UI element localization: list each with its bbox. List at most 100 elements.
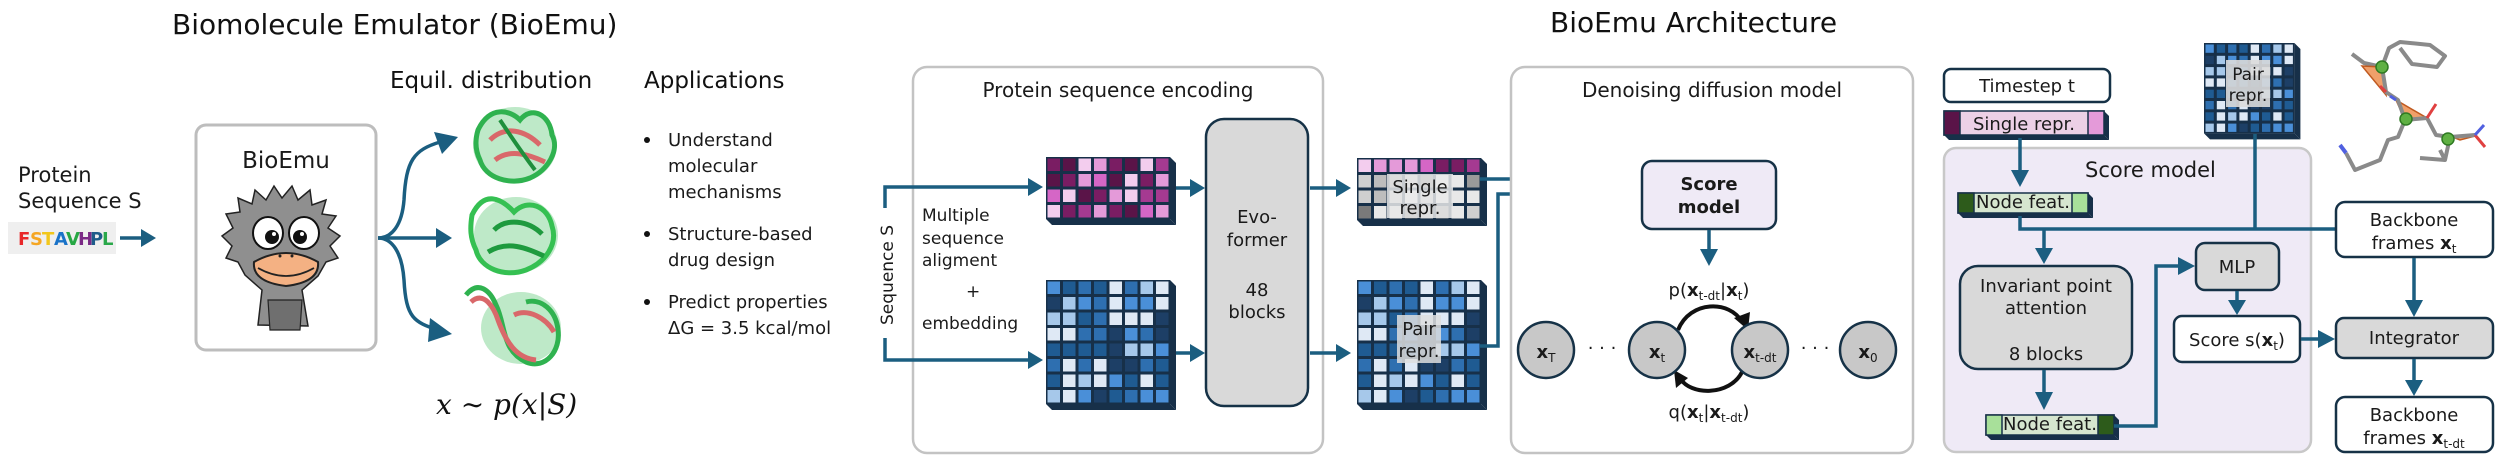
single-repr-label: repr. [1400, 198, 1441, 219]
arrow-to-structure-3 [377, 236, 439, 332]
diffusion-title: Denoising diffusion model [1582, 78, 1842, 102]
score-model-line1: Score [1680, 174, 1737, 195]
grid-cell [1405, 159, 1418, 172]
sequence-letter: L [102, 229, 113, 250]
integrator-label: Integrator [2369, 328, 2460, 349]
grid-cell [1467, 297, 1480, 310]
grid-cell [1467, 175, 1480, 188]
pair-input-grid [1046, 280, 1176, 410]
score-model-line2: model [1678, 197, 1740, 218]
integrator-to-backbone-arrow [2405, 359, 2423, 396]
grid-cell [2205, 112, 2214, 121]
mlp-label: MLP [2219, 257, 2256, 278]
grid-cell [1140, 158, 1153, 171]
grid-cell [1078, 328, 1091, 341]
grid-cell [1063, 343, 1076, 356]
evoformer-label-line: former [1227, 230, 1288, 251]
grid-cell [2239, 55, 2248, 65]
grid-cell [1047, 374, 1060, 387]
score-to-chain-arrow [1700, 230, 1718, 266]
grid-cell [1156, 205, 1169, 218]
sequence-letter: S [30, 229, 43, 250]
grid-cell [1156, 390, 1169, 403]
score-model-panel-title: Score model [2085, 158, 2216, 182]
branch-arrows [377, 132, 458, 342]
grid-cell [2205, 78, 2214, 87]
node-to-mlp-arrow [2114, 257, 2195, 428]
grid-cell [1374, 281, 1387, 294]
protein-structure-1 [473, 107, 557, 184]
grid-cell [1109, 374, 1122, 387]
grid-cell [1374, 159, 1387, 172]
grid-cell [1125, 189, 1138, 202]
grid-cell [1420, 297, 1433, 310]
msa-label-line: embedding [922, 314, 1018, 334]
grid-cell [2284, 78, 2293, 87]
grid-cell [1109, 189, 1122, 202]
grid-cell [1467, 190, 1480, 203]
grid-cell [1094, 158, 1107, 171]
grid-cell [1405, 281, 1418, 294]
grid-cell [2284, 112, 2293, 121]
grid-cell [1451, 206, 1464, 219]
grid-cell [1047, 359, 1060, 372]
grid-cell [1374, 190, 1387, 203]
grid-cell [1094, 174, 1107, 187]
grid-cell [1156, 158, 1169, 171]
grid-cell [1374, 206, 1387, 219]
grid-cell [1140, 328, 1153, 341]
grid-cell [1047, 328, 1060, 341]
grid-cell [1125, 174, 1138, 187]
grid-cell [1125, 205, 1138, 218]
evoformer-label-line: Evo- [1237, 207, 1277, 228]
grid-cell [1389, 297, 1402, 310]
grid-cell [1109, 174, 1122, 187]
grid-cell [1420, 374, 1433, 387]
grid-cell [1078, 390, 1091, 403]
grid-cell [1374, 343, 1387, 356]
grid-cell [1467, 374, 1480, 387]
grid-cell [1140, 297, 1153, 310]
grid-cell [1063, 328, 1076, 341]
grid-cell [2284, 55, 2293, 65]
grid-cell [1094, 312, 1107, 325]
backbone-molecule-icon [2338, 40, 2487, 172]
grid-cell [1358, 206, 1371, 219]
grid-cell [1078, 343, 1091, 356]
grid-cell [2250, 55, 2259, 65]
grid-cell [1140, 174, 1153, 187]
input-label-line1: Protein [18, 163, 92, 187]
grid-cell [1358, 190, 1371, 203]
grid-cell [2239, 123, 2248, 132]
grid-cell [2273, 89, 2282, 98]
grid-cell [1109, 158, 1122, 171]
grid-cell [1125, 390, 1138, 403]
grid-cell [1047, 281, 1060, 294]
grid-cell [1374, 374, 1387, 387]
diffusion-state-node: xt-dt [1730, 320, 1790, 380]
grid-cell [1078, 297, 1091, 310]
grid-cell [1047, 205, 1060, 218]
grid-cell [1125, 158, 1138, 171]
pair-repr-label: Pair [1402, 319, 1436, 340]
grid-cell [1140, 390, 1153, 403]
grid-cell [2284, 44, 2293, 53]
mlp-to-score-arrow [2228, 291, 2246, 315]
protein-structure-3 [464, 285, 561, 367]
protein-structure-2 [468, 196, 558, 276]
svg-text:xt-dt: xt-dt [1744, 342, 1777, 365]
grid-cell [2216, 123, 2226, 132]
grid-cell [1063, 374, 1076, 387]
sequence-s-label: Sequence S [878, 225, 898, 325]
grid-cell [1389, 281, 1402, 294]
grid-cell [2284, 123, 2293, 132]
grid-cell [2273, 123, 2282, 132]
ellipsis: · · · [1801, 338, 1830, 359]
bullet-icon [644, 137, 650, 143]
grid-cell [1156, 297, 1169, 310]
grid-cell [1063, 297, 1076, 310]
grid-cell [1078, 312, 1091, 325]
